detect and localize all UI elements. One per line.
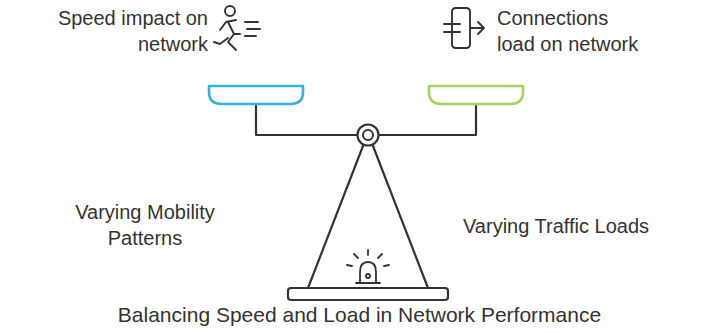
diagram-title: Balancing Speed and Load in Network Perf… — [4, 302, 711, 328]
runner-icon — [214, 6, 260, 50]
left-pan — [209, 86, 303, 104]
connections-label-holder: Connections load on network — [497, 5, 645, 57]
pivot-center — [363, 130, 373, 140]
mobility-label-holder: Varying Mobility Patterns — [65, 199, 225, 251]
scale-base — [288, 288, 448, 300]
connections-label: Connections load on network — [497, 5, 645, 57]
scale-stand — [308, 146, 428, 288]
mobility-label: Varying Mobility Patterns — [65, 199, 225, 251]
title-holder: Balancing Speed and Load in Network Perf… — [4, 302, 711, 328]
speed-label: Speed impact on network — [33, 5, 208, 57]
pivot-ring — [358, 125, 379, 146]
connection-icon — [444, 8, 484, 48]
light-icon — [347, 250, 389, 283]
speed-label-holder: Speed impact on network — [33, 5, 208, 57]
right-pan — [429, 86, 523, 104]
traffic-label-holder: Varying Traffic Loads — [463, 213, 693, 239]
traffic-label: Varying Traffic Loads — [463, 213, 693, 239]
